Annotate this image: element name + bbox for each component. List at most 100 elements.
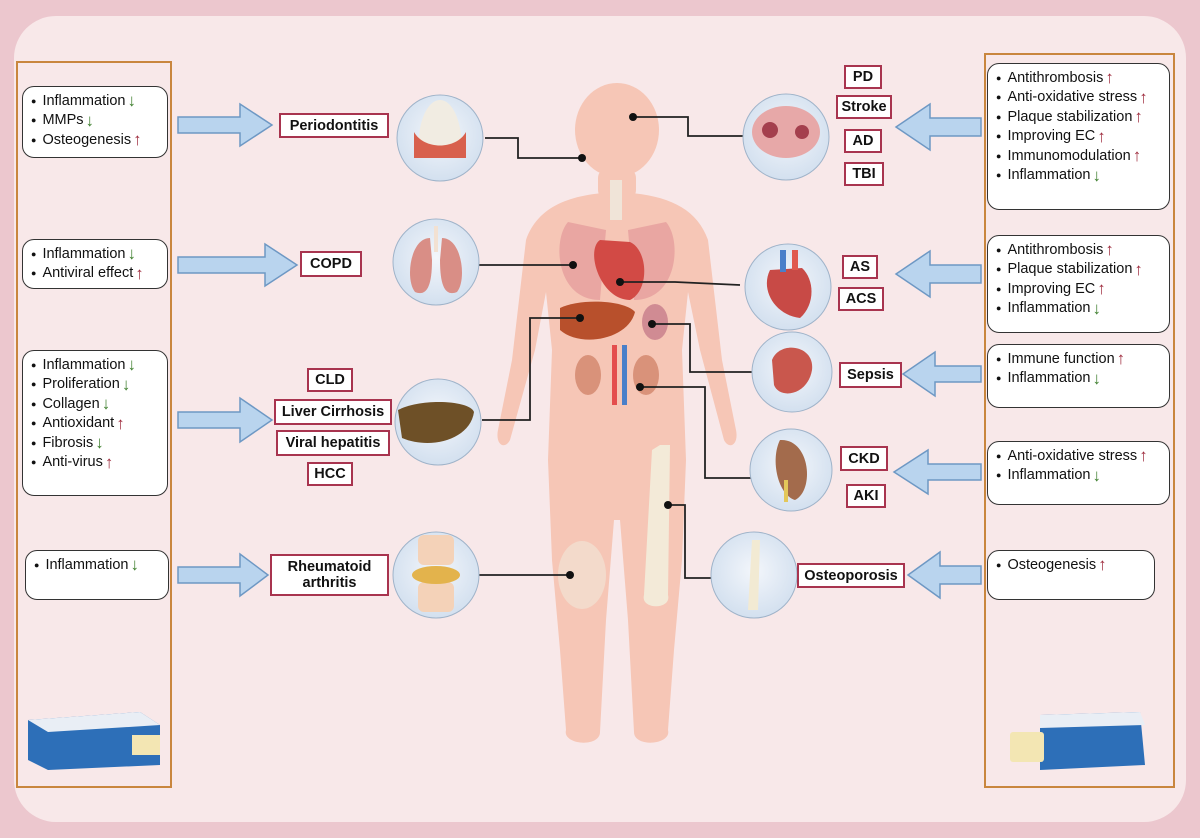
effects-box-spleen: ●Immune function↑●Inflammation↓ xyxy=(987,344,1170,408)
up-arrow-icon: ↑ xyxy=(1097,279,1106,299)
bullet-icon: ● xyxy=(31,248,37,259)
effect-item: ●Antiviral effect↑ xyxy=(31,264,161,284)
label-periodontitis: Periodontitis xyxy=(279,113,389,138)
down-arrow-icon: ↓ xyxy=(1092,298,1101,318)
bullet-icon: ● xyxy=(996,353,1002,364)
human-body-icon xyxy=(497,83,737,743)
bullet-icon: ● xyxy=(996,470,1002,481)
up-arrow-icon: ↑ xyxy=(1116,349,1126,369)
effect-item: ●Improving EC↑ xyxy=(996,127,1163,147)
effect-text: Anti-virus xyxy=(42,454,103,471)
effect-item: ●Plaque stabilization↑ xyxy=(996,107,1163,127)
down-arrow-icon: ↓ xyxy=(1092,465,1101,485)
up-arrow-icon: ↑ xyxy=(1134,107,1143,127)
label-as: AS xyxy=(842,255,878,279)
effect-text: Inflammation xyxy=(1007,167,1091,184)
effect-item: ●Inflammation↓ xyxy=(996,166,1163,186)
up-arrow-icon: ↑ xyxy=(133,130,142,150)
down-arrow-icon: ↓ xyxy=(85,110,95,130)
label-aki: AKI xyxy=(846,484,886,508)
effects-box-kidney: ● Anti-oxidative stress↑ ● Inflammation↓ xyxy=(987,441,1170,505)
liver-icon xyxy=(394,378,482,466)
bullet-icon: ● xyxy=(34,559,40,570)
label-acs: ACS xyxy=(838,287,884,311)
effect-text: Immune function xyxy=(1007,350,1115,367)
effect-text: Plaque stabilization xyxy=(1007,108,1133,125)
effect-text: Immunomodulation xyxy=(1007,147,1131,164)
effect-text: Plaque stabilization xyxy=(1007,261,1133,278)
effect-item: ●Osteogenesis↑ xyxy=(996,555,1148,575)
bullet-icon: ● xyxy=(31,115,37,126)
effect-text: Osteogenesis xyxy=(42,131,132,148)
bullet-icon: ● xyxy=(31,359,37,370)
right-column-frame xyxy=(984,53,1175,788)
effect-text: Inflammation xyxy=(45,556,129,573)
label-ra-line2: arthritis xyxy=(302,575,357,591)
effect-item: ●Inflammation↓ xyxy=(34,555,162,575)
bullet-icon: ● xyxy=(996,450,1002,461)
effect-text: Inflammation xyxy=(1007,467,1091,484)
label-ad: AD xyxy=(844,129,882,153)
effect-text: Anti-oxidative stress xyxy=(1007,447,1138,464)
bullet-icon: ● xyxy=(996,559,1002,570)
effect-item: ●Inflammation↓ xyxy=(31,244,161,264)
down-arrow-icon: ↓ xyxy=(127,244,136,264)
effect-text: Inflammation xyxy=(1007,300,1091,317)
effect-text: Proliferation xyxy=(42,376,120,393)
label-liver-cirrhosis: Liver Cirrhosis xyxy=(274,399,392,425)
heart-icon xyxy=(744,243,832,331)
label-pd: PD xyxy=(844,65,882,89)
brain-icon xyxy=(742,93,830,181)
effects-box-brain: ●Antithrombosis↑●Anti-oxidative stress↑●… xyxy=(987,63,1170,210)
label-cld: CLD xyxy=(307,368,353,392)
up-arrow-icon: ↑ xyxy=(1105,240,1114,260)
up-arrow-icon: ↑ xyxy=(135,263,144,283)
effect-item: ● Anti-virus↑ xyxy=(31,453,161,473)
bone-icon xyxy=(710,531,798,619)
knee-joint-icon xyxy=(392,531,480,619)
effect-text: Inflammation xyxy=(42,356,126,373)
effect-text: Inflammation xyxy=(42,92,126,109)
up-arrow-icon: ↑ xyxy=(1139,446,1148,466)
up-arrow-icon: ↑ xyxy=(104,452,114,472)
effect-item: ● Inflammation↓ xyxy=(996,466,1163,486)
effect-text: Antithrombosis xyxy=(1007,69,1104,86)
effect-item: ● Anti-oxidative stress↑ xyxy=(996,446,1163,466)
down-arrow-icon: ↓ xyxy=(95,433,104,453)
effect-item: ● Inflammation↓ xyxy=(996,299,1163,319)
kidney-icon xyxy=(749,428,833,512)
effect-item: ●Improving EC↑ xyxy=(996,279,1163,299)
effects-box-periodontitis: ●Inflammation↓●MMPs↓●Osteogenesis↑ xyxy=(22,86,168,158)
medicine-box-icon xyxy=(28,712,160,770)
label-tbi: TBI xyxy=(844,162,884,186)
down-arrow-icon: ↓ xyxy=(127,91,136,111)
effect-text: Collagen xyxy=(42,395,100,412)
up-arrow-icon: ↑ xyxy=(116,413,125,433)
effect-text: Improving EC xyxy=(1007,128,1096,145)
effects-box-ra: ●Inflammation↓ xyxy=(25,550,169,600)
spleen-icon xyxy=(751,331,833,413)
label-hcc: HCC xyxy=(307,462,353,486)
effect-text: Antioxidant xyxy=(42,415,115,432)
effect-item: ● MMPs↓ xyxy=(31,111,161,131)
left-column-frame xyxy=(16,61,172,788)
effects-box-bone: ●Osteogenesis↑ xyxy=(987,550,1155,600)
connector-lines xyxy=(463,116,755,579)
effect-item: ● Immune function↑ xyxy=(996,349,1163,369)
bullet-icon: ● xyxy=(996,373,1002,384)
bullet-icon: ● xyxy=(31,457,37,468)
effect-text: Antithrombosis xyxy=(1007,241,1104,258)
effect-item: ●Fibrosis↓ xyxy=(31,433,161,453)
up-arrow-icon: ↑ xyxy=(1134,259,1143,279)
bullet-icon: ● xyxy=(996,283,1002,294)
label-osteoporosis: Osteoporosis xyxy=(797,563,905,588)
down-arrow-icon: ↓ xyxy=(121,374,131,394)
effect-text: MMPs xyxy=(42,112,84,129)
bullet-icon: ● xyxy=(996,170,1002,181)
bullet-icon: ● xyxy=(31,268,37,279)
bullet-icon: ● xyxy=(996,303,1002,314)
up-arrow-icon: ↑ xyxy=(1132,146,1142,166)
up-arrow-icon: ↑ xyxy=(1139,87,1148,107)
effect-item: ●Antithrombosis↑ xyxy=(996,68,1163,88)
effect-text: Anti-oxidative stress xyxy=(1007,89,1138,106)
